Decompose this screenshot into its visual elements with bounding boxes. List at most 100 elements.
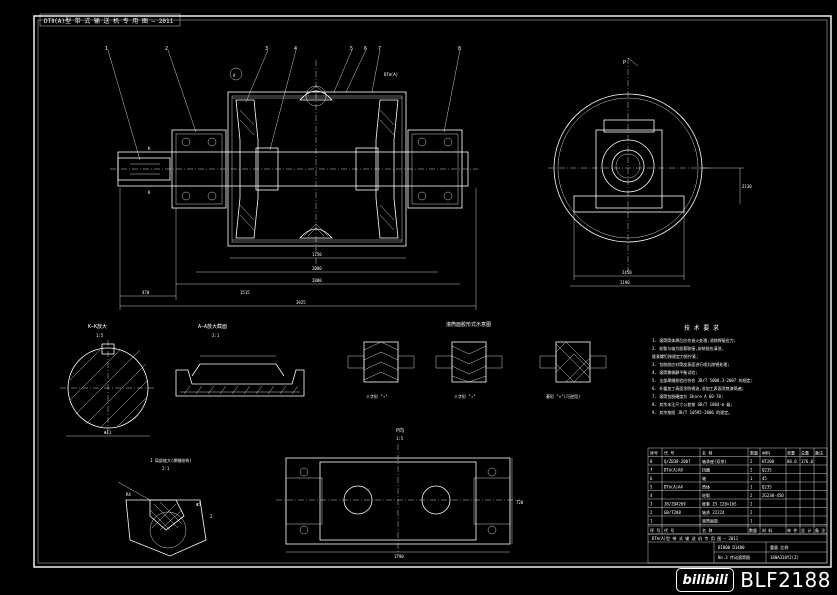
parts-table-footer: 序 号 代 号 名 称 数量 材 料 单 件 总 计 备 注 — [648, 525, 827, 533]
footer-col-5: 材 料 — [762, 527, 772, 533]
table-cell: 2 — [750, 459, 753, 464]
footer-col-7: 总 计 — [801, 527, 811, 533]
kk-title: K—K放大 — [88, 323, 107, 330]
rubber-pattern-1 — [347, 341, 415, 383]
table-cell: JB/ZQ4269 — [664, 502, 686, 507]
footer-col-2: 代 号 — [664, 527, 674, 533]
title-block-extra: 重量 比例 — [770, 544, 788, 550]
balloon-2: 2 — [165, 46, 168, 52]
table-cell: 6 — [650, 476, 653, 481]
tech-req-item-1: 1. 滚筒筒体焊后应作退火处理,消除焊接应力; — [652, 337, 736, 343]
rubber-pattern-2 — [435, 341, 503, 383]
balloon-6: 6 — [364, 46, 367, 52]
tech-req-item-8: 7. 滚筒包胶硬度为 Shore A 60-70; — [652, 393, 723, 399]
rubber-title: 滚筒面胶形式示意图 — [446, 321, 491, 328]
side-dim-2: 2190 — [620, 280, 630, 285]
table-cell: 88.0 — [787, 459, 797, 464]
title-block-spec-1: B1800 D1400 — [718, 545, 745, 550]
dim-2800: 2800 — [312, 278, 322, 283]
side-dim-1: 2450 — [622, 270, 632, 275]
tech-req-item-5: 4. 滚筒需做静平衡试验; — [652, 369, 698, 375]
footer-col-3: 名 称 — [702, 527, 712, 533]
local-i-scale: 2:1 — [162, 466, 170, 471]
tech-req-item-3: 胀紧螺钉按规定力矩拧紧; — [652, 353, 698, 359]
table-cell: 筒体 — [702, 484, 710, 490]
p-view-dim-2: 720 — [516, 500, 524, 505]
table-cell: 3 — [650, 502, 653, 507]
kk-scale: 1:5 — [96, 333, 104, 338]
aa-title: A—A放大截面 — [198, 323, 227, 330]
title-block-spec-2: No.3 传动滚筒图 — [718, 554, 750, 560]
table-header-cell: 单重 — [787, 450, 795, 456]
balloon-1: 1 — [105, 46, 108, 52]
footer-col-1: 序 号 — [650, 527, 660, 533]
table-cell: 2 — [750, 493, 753, 498]
local-i-label-2: Φ5 — [196, 502, 201, 507]
header-title: DTⅡ(A)型 带 式 输 送 机 专 用 图 — 2011 — [44, 17, 174, 25]
footer-col-6: 单 件 — [787, 527, 797, 533]
title-block-code: 180A310Y2(Z) — [770, 555, 799, 560]
aa-section — [175, 355, 305, 397]
footer-col-8: 备 注 — [815, 527, 825, 533]
top-note: DTⅡ(A) — [384, 72, 398, 77]
table-cell: 4 — [650, 493, 653, 498]
dim-1515: 1515 — [240, 290, 250, 295]
table-cell: 2 — [750, 468, 753, 473]
section-k-bottom: K — [148, 190, 151, 195]
dim-470: 470 — [142, 290, 150, 295]
inner-frame — [37, 19, 828, 564]
tech-req-item-9: 8. 其余未注尺寸公差按 GB/T 1804-m 级; — [652, 401, 733, 407]
p-view-drawing — [276, 444, 520, 556]
section-k-top: K — [148, 146, 151, 151]
table-header-cell: 序号 — [650, 450, 658, 456]
table-cell: 轴承座(双排) — [702, 458, 727, 464]
table-cell: Q235 — [762, 468, 772, 473]
table-cell: 2 — [750, 510, 753, 515]
outer-frame — [33, 15, 832, 568]
table-cell: Q235 — [762, 485, 772, 490]
table-cell: 45 — [762, 476, 767, 481]
table-cell: 1 — [650, 519, 653, 524]
rubber-caption-3: 菱形 "◇"(可逆用) — [546, 393, 580, 399]
balloon-7: 7 — [378, 46, 381, 52]
dim-3925: 3925 — [296, 300, 306, 305]
main-section-view — [107, 49, 478, 310]
tech-req-title: 技 术 要 求 — [684, 324, 719, 332]
table-cell: 2 — [650, 510, 653, 515]
table-header-cell: 备注 — [815, 450, 823, 456]
table-cell: 7 — [650, 468, 653, 473]
table-cell: 1 — [750, 485, 753, 490]
local-i-title: I 局部放大(焊缝结构) — [150, 457, 192, 463]
uploader-id: BLF2188 — [740, 568, 831, 592]
table-cell: 2 — [750, 502, 753, 507]
table-cell: 176.0 — [801, 459, 814, 464]
table-cell: GB/T288 — [664, 510, 681, 515]
header-box — [39, 13, 181, 27]
section-mark-label: A — [233, 73, 236, 78]
tech-req-item-6: 5. 全部焊缝检验应符合 JB/T 5000.3-2007 的规定; — [652, 377, 753, 383]
tech-req-list: 1. 滚筒筒体焊后应作退火处理,消除焊接应力; 2. 轮毂与轴为胀套联接,安装前… — [652, 337, 753, 415]
table-cell: 挡圈 — [702, 467, 710, 473]
tech-req-item-10: 9. 其余按照 JB/T 10595-2006 的规定。 — [652, 409, 732, 415]
table-header-cell: 总重 — [801, 450, 809, 456]
rubber-caption-1: 人字形 "↑" — [366, 393, 388, 399]
table-cell: Q/ZB38-2007 — [664, 459, 691, 464]
table-cell: DTⅡ(A)A4 — [664, 485, 683, 490]
local-i-detail — [117, 481, 207, 557]
dim-1750: 1750 — [312, 252, 322, 257]
aa-scale: 2:1 — [212, 333, 220, 338]
table-cell: 胀套 Z5 120×165 — [702, 501, 737, 507]
table-header-cell: 材料 — [762, 450, 770, 456]
footer-col-4: 数量 — [749, 527, 757, 533]
table-cell: 8 — [650, 459, 653, 464]
rubber-pattern-3 — [539, 341, 607, 383]
table-cell: ZG230-450 — [762, 493, 784, 498]
local-i-label-1: R4 — [126, 492, 131, 497]
table-header-cell: 代 号 — [664, 450, 674, 456]
table-cell: 1 — [750, 519, 753, 524]
local-i-label-3: Z — [210, 514, 213, 519]
tech-req-item-4: 3. 包胶前应对筒皮表面进行喷丸除锈处理; — [652, 361, 730, 367]
table-cell: 轴承 22224 — [702, 509, 725, 515]
